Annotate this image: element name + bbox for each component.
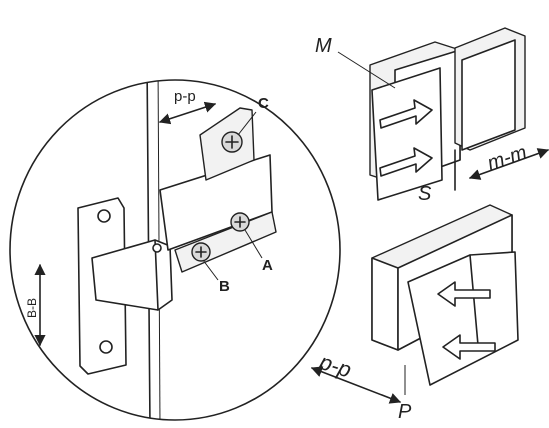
door-split-line (469, 254, 479, 346)
label-c: C (258, 95, 269, 112)
pp-bottom-arrow (310, 366, 402, 404)
pull-arrow-1 (437, 281, 491, 307)
screw-b (191, 242, 211, 262)
hinge-pivot (152, 243, 162, 253)
leader-m (337, 51, 396, 89)
label-mm: m-m (485, 141, 530, 174)
label-pp-bottom: p-p (316, 349, 355, 383)
screw-a (230, 212, 250, 232)
label-p: P (398, 401, 412, 423)
pp-top-arrow (158, 101, 217, 125)
label-pp-top: p-p (174, 88, 196, 105)
leader-c (237, 111, 257, 136)
label-bb: B-B (25, 298, 39, 318)
depth-adjustment-view: M m-m S (315, 27, 549, 205)
push-arrow-2 (379, 147, 433, 177)
label-b: B (219, 278, 230, 295)
hinge-detail-view: p-p C A B B-B (9, 79, 341, 421)
lateral-adjustment-view: p-p P (310, 204, 519, 423)
leader-a (244, 229, 263, 259)
label-m: M (315, 35, 332, 57)
plate-screw-top (97, 209, 111, 223)
label-s: S (418, 183, 432, 205)
door-panel-right-face (461, 39, 516, 151)
door-panel-inner (371, 67, 443, 201)
label-a: A (262, 257, 273, 274)
pull-arrow-2 (442, 334, 496, 360)
plate-screw-bottom (99, 340, 113, 354)
mm-arrow (468, 148, 549, 180)
door-block-side (371, 257, 399, 351)
push-arrow-1 (379, 99, 433, 129)
leader-b (202, 259, 219, 281)
screw-c (221, 131, 243, 153)
